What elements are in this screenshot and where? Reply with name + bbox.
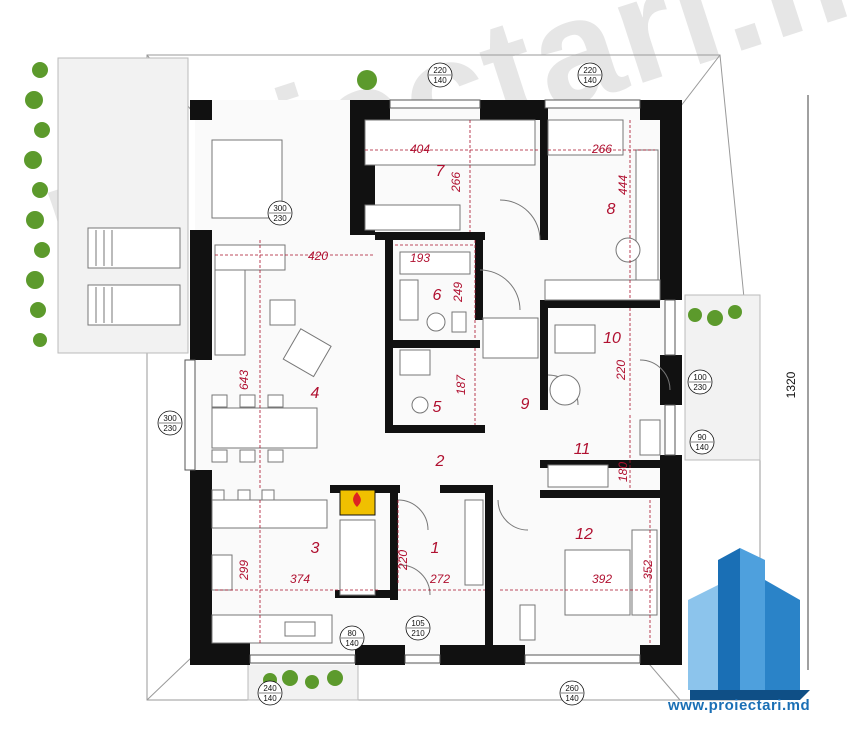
inner-walls <box>330 100 660 665</box>
room-dimension: 392 <box>592 572 612 586</box>
room-number: 10 <box>603 330 621 347</box>
room-dimension: 266 <box>591 142 612 156</box>
dimension-lines <box>215 95 809 670</box>
room-number: 7 <box>436 163 446 180</box>
outer-walls <box>190 100 682 665</box>
room-dimension: 299 <box>237 560 251 581</box>
opening-width: 300 <box>273 204 287 213</box>
room-dimension: 352 <box>641 560 655 580</box>
opening-height: 210 <box>411 629 425 638</box>
room-dimension: 187 <box>454 374 468 395</box>
opening-width: 90 <box>698 433 707 442</box>
room-dimension: 444 <box>616 175 630 195</box>
room-number: 1 <box>431 540 440 557</box>
room-dimension: 374 <box>290 572 310 586</box>
opening-height: 140 <box>433 76 447 85</box>
room-number: 4 <box>311 385 320 402</box>
room-number: 8 <box>607 201 616 218</box>
opening-height: 230 <box>163 424 177 433</box>
room-number: 5 <box>433 399 442 416</box>
opening-width: 220 <box>433 66 447 75</box>
plants <box>24 62 742 689</box>
opening-height: 230 <box>693 383 707 392</box>
room-dimension: 249 <box>451 282 465 303</box>
opening-height: 140 <box>695 443 709 452</box>
room-dimension: 220 <box>614 360 628 381</box>
opening-width: 240 <box>263 684 277 693</box>
opening-width: 80 <box>348 629 357 638</box>
opening-height: 140 <box>345 639 359 648</box>
opening-width: 220 <box>583 66 597 75</box>
opening-width: 260 <box>565 684 579 693</box>
room-number: 2 <box>435 453 445 470</box>
opening-height: 230 <box>273 214 287 223</box>
logo-building-icon <box>688 548 810 700</box>
room-dimension: 266 <box>449 172 463 193</box>
room-number: 12 <box>575 526 593 543</box>
room-number: 11 <box>574 441 591 458</box>
flame-icon <box>353 492 361 507</box>
door-swings <box>397 199 671 596</box>
room-dimension: 404 <box>410 142 430 156</box>
opening-height: 140 <box>263 694 277 703</box>
room-dimension: 272 <box>429 572 450 586</box>
opening-width: 300 <box>163 414 177 423</box>
windows <box>184 99 676 664</box>
opening-height: 140 <box>565 694 579 703</box>
room-number: 9 <box>521 396 530 413</box>
sun-loungers <box>87 227 181 326</box>
room-dimension: 193 <box>410 251 430 265</box>
furniture <box>211 119 661 644</box>
total-dimension-label: 1320 <box>784 371 798 398</box>
logo-url[interactable]: www.proiectari.md <box>668 697 811 714</box>
room-number: 3 <box>311 540 320 557</box>
room-number: 6 <box>433 287 442 304</box>
opening-width: 105 <box>411 619 425 628</box>
opening-width: 100 <box>693 373 707 382</box>
room-dimension: 220 <box>396 550 410 571</box>
opening-height: 140 <box>583 76 597 85</box>
room-dimension: 420 <box>308 249 328 263</box>
room-dimension: 180 <box>616 462 630 482</box>
room-dimension: 643 <box>237 370 251 390</box>
